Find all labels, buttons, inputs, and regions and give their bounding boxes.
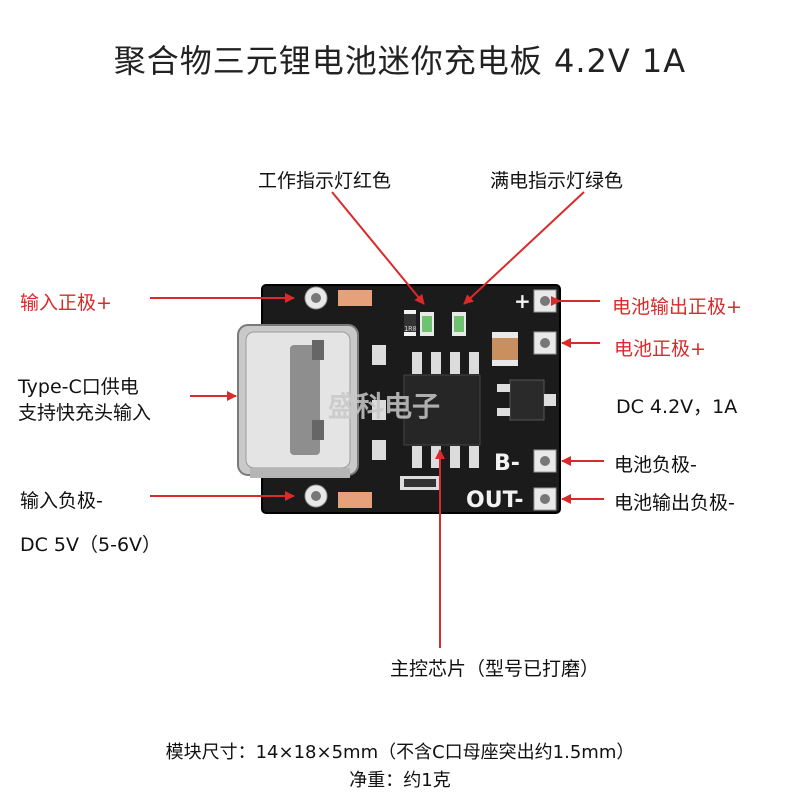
- footer-weight: 净重：约1克: [349, 770, 451, 791]
- label-input-voltage: DC 5V（5-6V）: [20, 534, 162, 556]
- label-full-led: 满电指示灯绿色: [490, 170, 624, 192]
- main-chip: [403, 374, 481, 446]
- resistor-code: 1R0: [404, 325, 417, 333]
- label-input-positive: 输入正极+: [20, 292, 112, 314]
- silk-outminus: OUT-: [466, 488, 523, 513]
- label-main-chip: 主控芯片（型号已打磨）: [390, 658, 600, 680]
- silk-bminus: B-: [494, 451, 520, 476]
- watermark: 盛科电子: [328, 390, 440, 423]
- page-title: 聚合物三元锂电池迷你充电板 4.2V 1A: [113, 42, 687, 80]
- silk-plus: +: [514, 289, 531, 313]
- label-typec-line1: Type-C口供电: [18, 376, 139, 398]
- label-battery-output-negative: 电池输出负极-: [614, 492, 735, 514]
- label-battery-negative: 电池负极-: [614, 454, 697, 476]
- footer-size: 模块尺寸：14×18×5mm（不含C口母座突出约1.5mm）: [165, 742, 635, 763]
- label-battery-output-positive: 电池输出正极+: [612, 296, 742, 318]
- label-work-led: 工作指示灯红色: [258, 170, 392, 192]
- label-input-negative: 输入负极-: [20, 490, 103, 512]
- label-typec-line2: 支持快充头输入: [18, 402, 152, 424]
- label-output-spec: DC 4.2V，1A: [616, 396, 738, 418]
- label-battery-positive: 电池正极+: [614, 338, 706, 360]
